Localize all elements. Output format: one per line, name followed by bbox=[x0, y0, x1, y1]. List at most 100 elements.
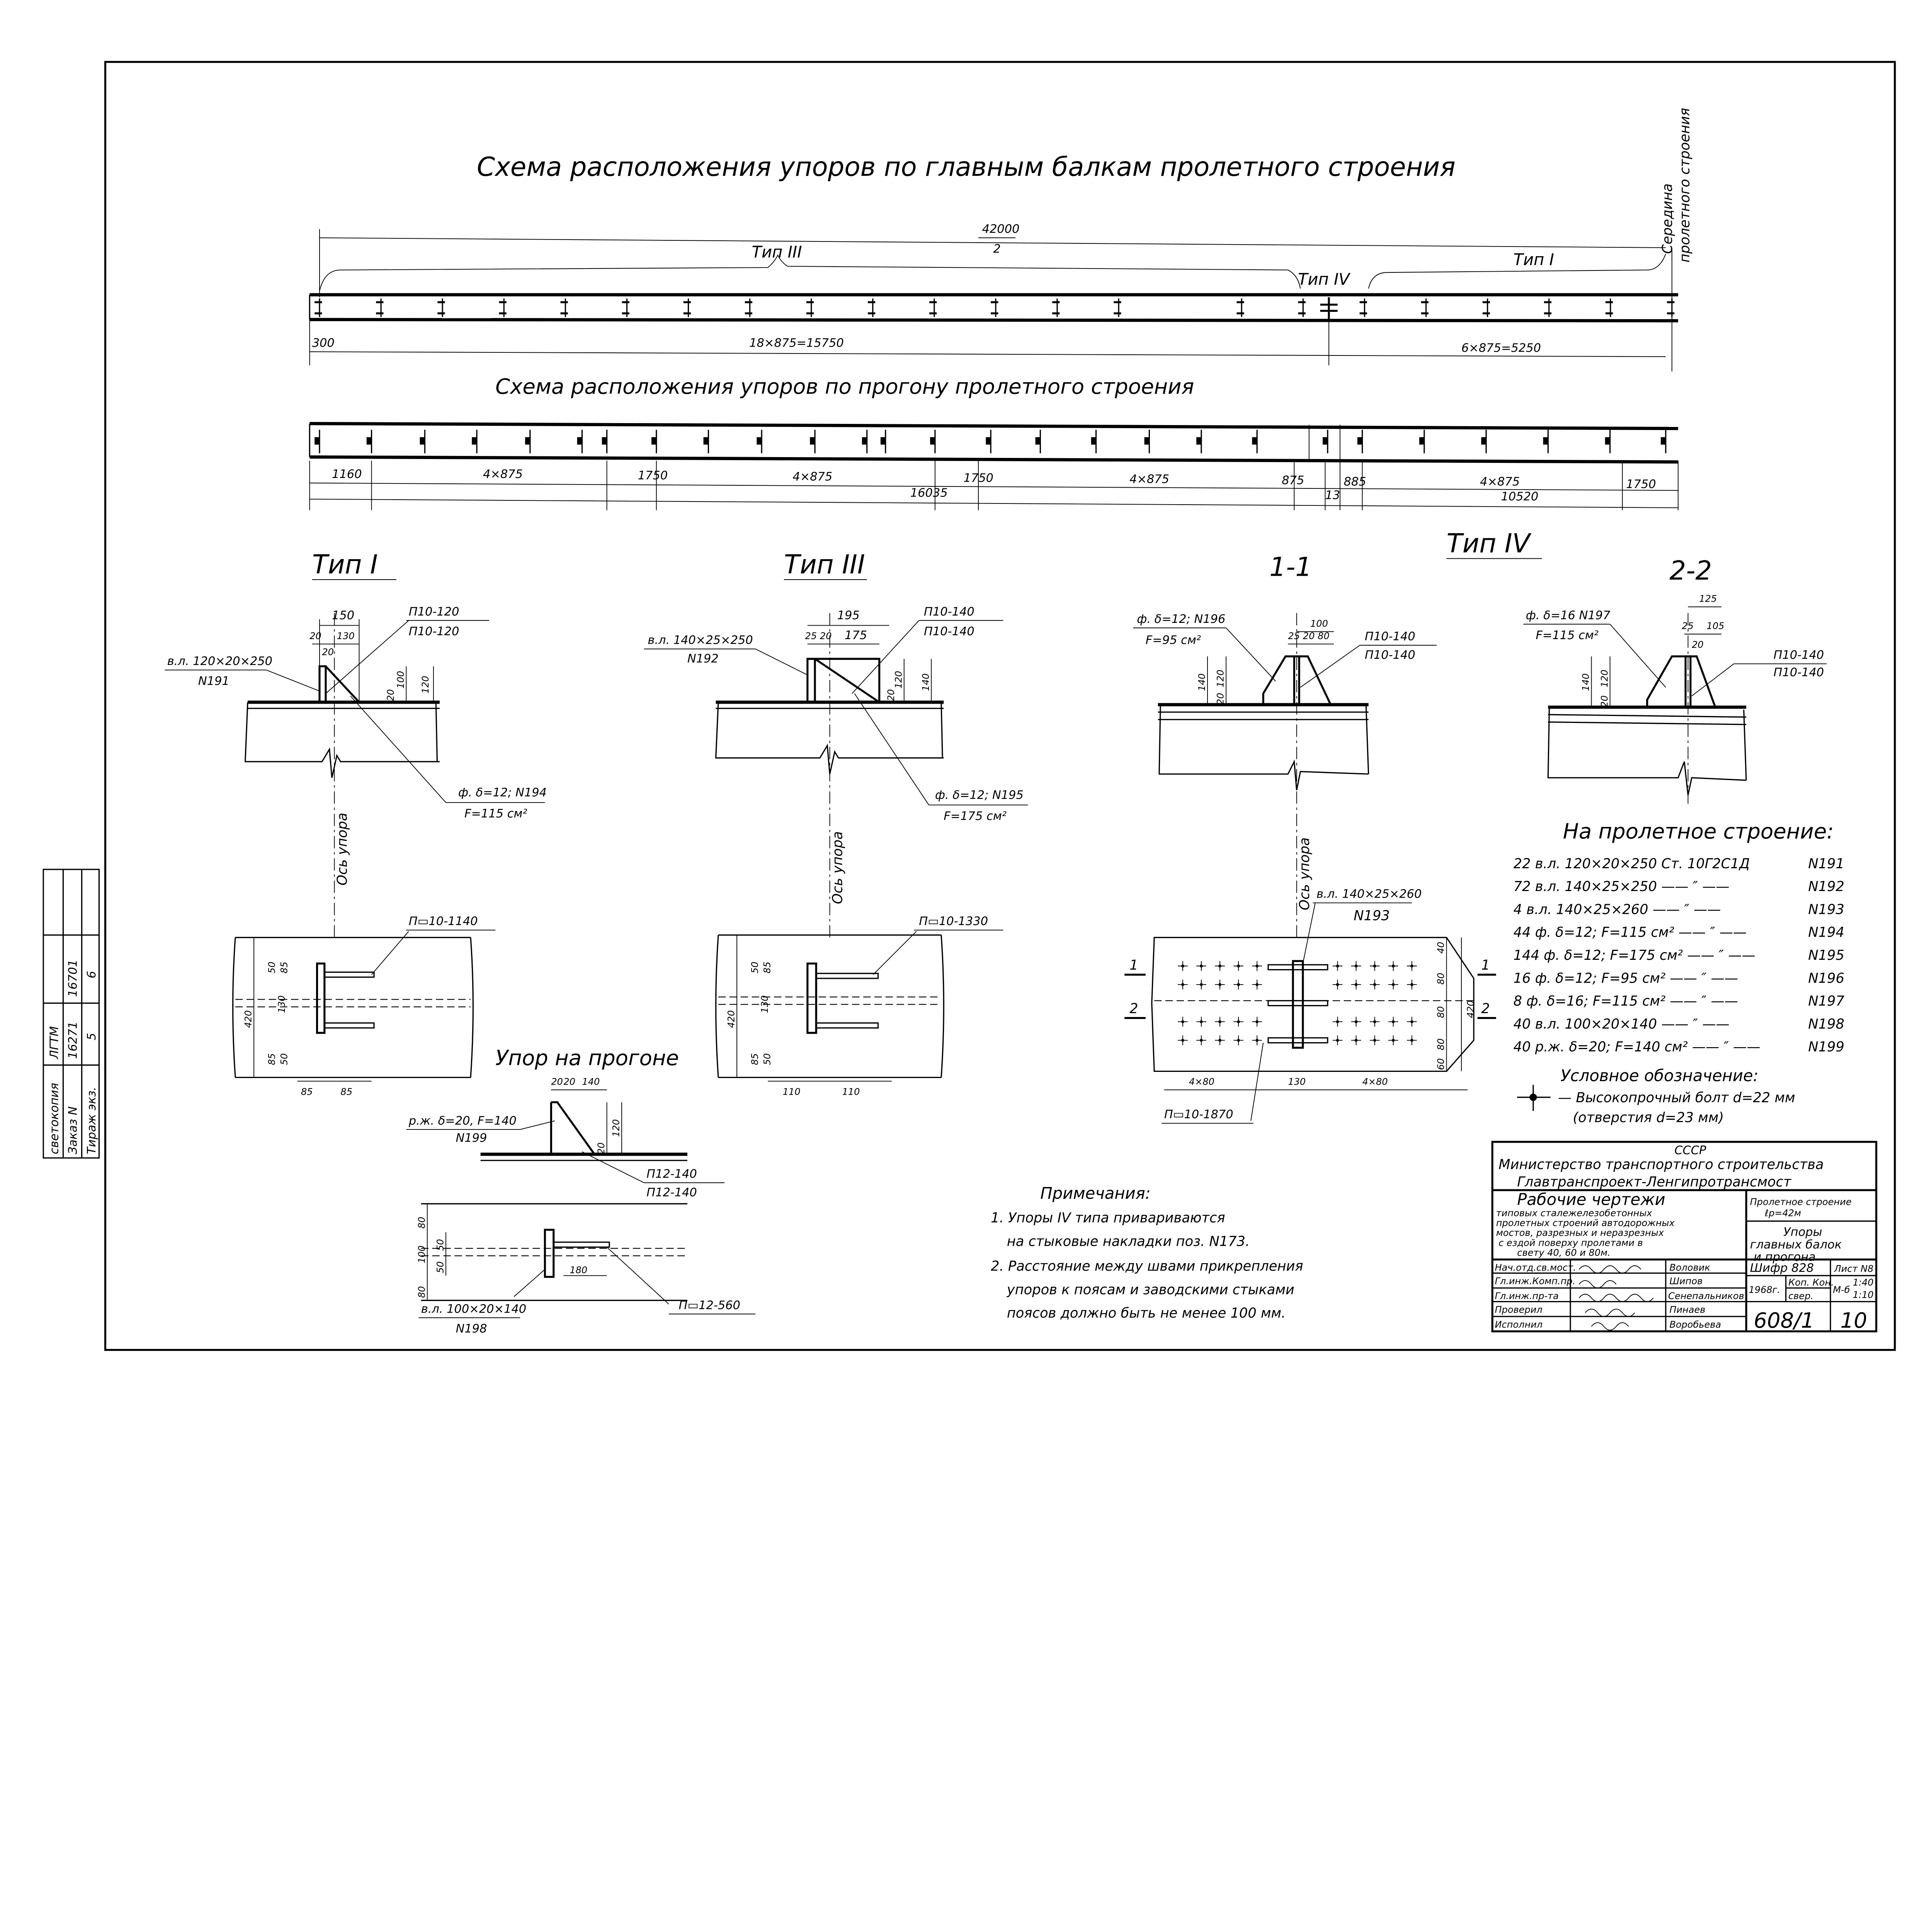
tb-span-length: ℓр=42м bbox=[1764, 1208, 1801, 1218]
stamp-order-2: 16701 bbox=[66, 959, 80, 997]
bolt-icon bbox=[1178, 1035, 1188, 1046]
dim: 20 bbox=[310, 631, 321, 641]
tb-doc-desc: с ездой поверху пролетами в bbox=[1498, 1237, 1643, 1248]
bolt-icon bbox=[1332, 961, 1343, 971]
bolt-icon bbox=[1178, 980, 1188, 990]
bolt-icon bbox=[1233, 1035, 1243, 1046]
spec-row: 44 ф. δ=12; F=115 см² —— ″ ——N194 bbox=[1514, 925, 1844, 940]
dim: 100 bbox=[416, 1245, 427, 1263]
stop-symbol bbox=[745, 298, 752, 317]
main-beam-stops bbox=[315, 297, 1675, 320]
stop-symbol bbox=[986, 430, 992, 454]
section-2-2-gusset-label: ф. δ=16 N197 bbox=[1526, 609, 1611, 622]
bolt-icon bbox=[1196, 980, 1206, 990]
bolt-icon bbox=[1332, 980, 1343, 990]
dim: 420 bbox=[726, 1010, 737, 1028]
bolt-icon bbox=[1252, 961, 1262, 971]
copy-stamp: светокопия Заказ N Тираж экз. ЛГТМ 16271… bbox=[43, 869, 100, 1159]
dim: 25 bbox=[805, 631, 817, 641]
main-dim-mid: 18×875=15750 bbox=[749, 336, 844, 350]
stop-symbol bbox=[525, 430, 531, 454]
stamp-order: 16271 bbox=[66, 1022, 80, 1059]
dim: 80 bbox=[416, 1286, 427, 1298]
bolt-icon bbox=[1369, 1017, 1380, 1027]
purlin-weld-top: П12-140 bbox=[646, 1167, 697, 1181]
tb-scale: 1:10 bbox=[1853, 1289, 1874, 1300]
purlin-stops bbox=[315, 430, 1667, 454]
type-i-weld-top: П10-120 bbox=[409, 605, 459, 619]
stop-symbol bbox=[1359, 298, 1367, 317]
stop-symbol bbox=[810, 430, 816, 454]
spec-item: 22 в.л. 120×20×250 Ст. 10Г2С1Д bbox=[1514, 856, 1750, 872]
dim: 110 bbox=[842, 1086, 860, 1097]
zone-type-iii: Тип III bbox=[752, 243, 802, 262]
tb-number: 608/1 bbox=[1753, 1308, 1814, 1333]
dim: 150 bbox=[332, 609, 354, 622]
type-i-title: Тип I bbox=[312, 549, 378, 580]
dim: 420 bbox=[243, 1010, 254, 1028]
stop-symbol bbox=[1543, 430, 1549, 454]
section-1-1-weld-top: П10-140 bbox=[1365, 630, 1415, 643]
type-iii-stiffener-label: в.л. 140×25×250 bbox=[648, 634, 753, 647]
bolt-symbol-icon bbox=[1517, 1085, 1551, 1111]
stop-symbol bbox=[862, 430, 868, 454]
tb-scale-label: М-б bbox=[1833, 1284, 1850, 1295]
dim: 120 bbox=[1599, 670, 1610, 687]
dim: 50 bbox=[279, 1053, 290, 1065]
dim: 85 bbox=[750, 1053, 760, 1065]
stop-symbol bbox=[1357, 430, 1363, 454]
notes-heading: Примечания: bbox=[1040, 1184, 1150, 1203]
tb-role: Гл.инж.пр-та bbox=[1495, 1291, 1559, 1301]
purlin-stop-title: Упор на прогоне bbox=[495, 1045, 679, 1070]
sheet-border bbox=[104, 61, 1896, 1351]
bolt-icon bbox=[1215, 961, 1225, 971]
dim: 130 bbox=[337, 631, 355, 641]
type-i-plan-weld: П▭10-1140 bbox=[409, 915, 478, 928]
spec-item: 16 ф. δ=12; F=95 см² —— ″ —— bbox=[1514, 970, 1738, 986]
dim: 140 bbox=[1197, 673, 1208, 691]
purlin-weld-bottom: П12-140 bbox=[646, 1186, 697, 1199]
detail-type-iii: Тип III 195 25 20 175 20 120 140 П10-140… bbox=[644, 549, 1028, 1097]
dim: 4×80 bbox=[1362, 1077, 1388, 1087]
purlin-plate-pos: N198 bbox=[456, 1322, 487, 1336]
dim: 100 bbox=[1310, 618, 1328, 629]
stop-symbol bbox=[1667, 298, 1675, 317]
purlin-scheme: Схема расположения упоров по прогону про… bbox=[309, 374, 1679, 510]
section-1-1-gusset-area: F=95 см² bbox=[1146, 634, 1201, 647]
bolt-icon bbox=[1369, 1035, 1380, 1046]
bolt-icon bbox=[1407, 1017, 1417, 1027]
spec-item: 40 р.ж. δ=20; F=140 см² —— ″ —— bbox=[1514, 1039, 1760, 1055]
tb-copied: Коп. Кон. bbox=[1788, 1277, 1834, 1288]
stop-symbol bbox=[757, 430, 762, 454]
bolt-icon bbox=[1332, 1017, 1343, 1027]
purlin-dim: 885 bbox=[1344, 475, 1366, 488]
stop-symbol bbox=[1252, 430, 1258, 454]
notes: Примечания: 1. Упоры IV типа приваривают… bbox=[991, 1184, 1303, 1321]
tb-sheet-title: и прогона bbox=[1753, 1250, 1815, 1264]
bolt-icon bbox=[1351, 961, 1361, 971]
tb-doc-desc: типовых сталежелезобетонных bbox=[1496, 1208, 1653, 1218]
legend-heading: Условное обозначение: bbox=[1560, 1066, 1758, 1085]
stop-symbol bbox=[1114, 298, 1121, 317]
tb-role: Гл.инж.Комп.пр. bbox=[1495, 1276, 1576, 1287]
spec-item: 4 в.л. 140×25×260 —— ″ —— bbox=[1514, 901, 1721, 917]
type-iv-axis-label: Ось упора bbox=[1297, 837, 1313, 910]
dim: 40 bbox=[1435, 942, 1446, 954]
main-dim-right: 6×875=5250 bbox=[1461, 341, 1541, 355]
purlin-dim: 4×875 bbox=[1480, 475, 1520, 488]
spec-pos: N195 bbox=[1808, 947, 1844, 963]
stamp-copies-2: 6 bbox=[85, 971, 99, 978]
stop-symbol bbox=[376, 298, 384, 317]
note-line: 1. Упоры IV типа привариваются bbox=[991, 1210, 1225, 1226]
tb-country: СССР bbox=[1674, 1144, 1706, 1157]
stop-symbol bbox=[560, 298, 568, 317]
dim: 20 bbox=[385, 689, 396, 701]
stop-symbol bbox=[437, 298, 445, 317]
stamp-label: Тираж экз. bbox=[85, 1087, 99, 1154]
tb-span: Пролетное строение bbox=[1750, 1197, 1852, 1208]
stop-symbol bbox=[1419, 430, 1425, 454]
type-iv-plate-label: в.л. 140×25×260 bbox=[1316, 888, 1422, 901]
dim: 20 bbox=[820, 631, 832, 641]
tb-year: 1968г. bbox=[1749, 1284, 1780, 1295]
stop-symbol bbox=[1091, 430, 1097, 454]
